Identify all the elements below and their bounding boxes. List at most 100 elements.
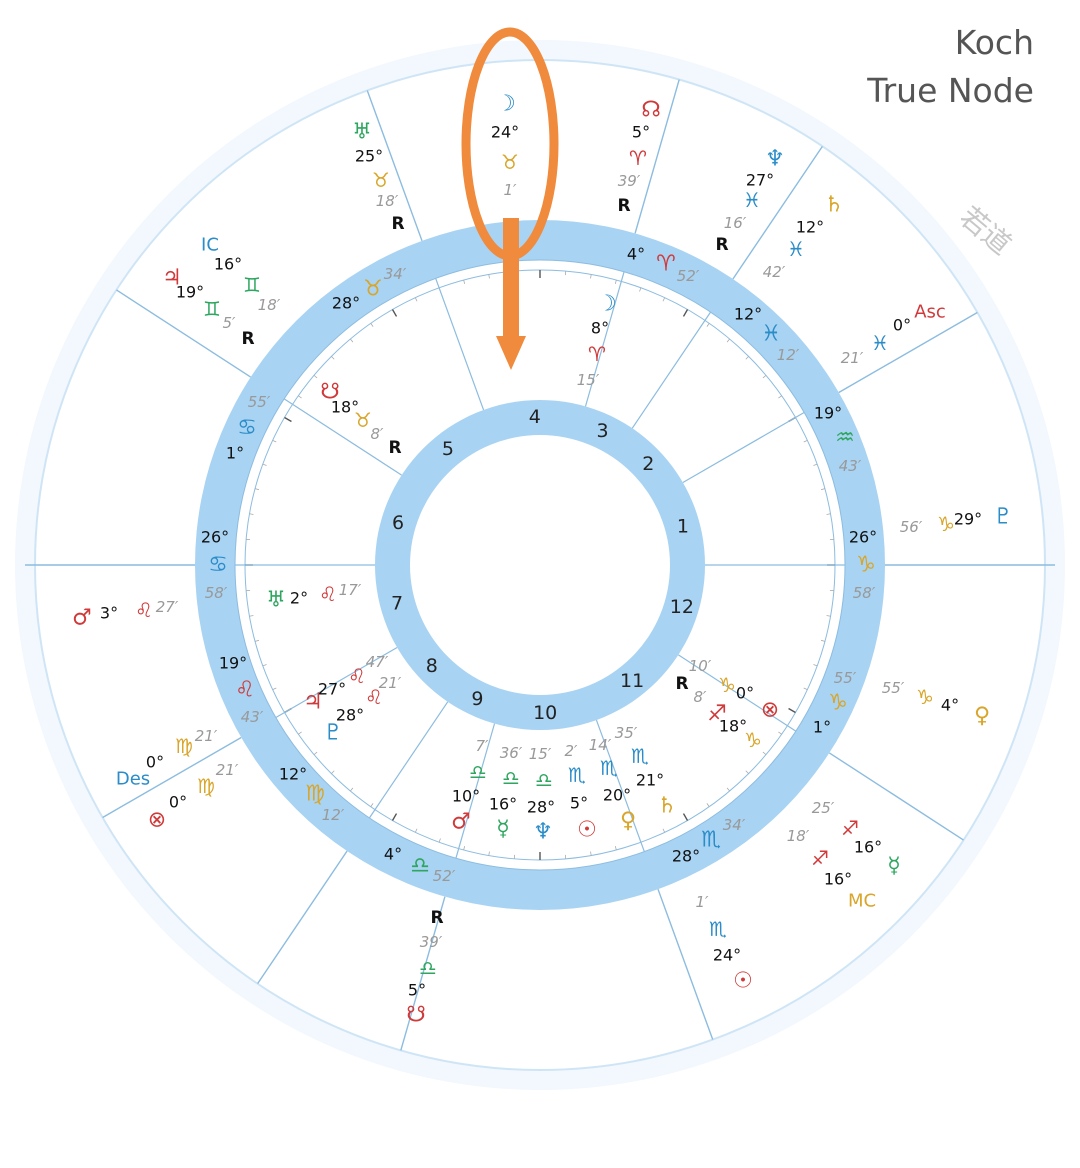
cusp-minute: 34′	[723, 816, 746, 834]
cusp-sign-glyph: ♑	[856, 553, 876, 578]
natal-planet-sign: ♎	[469, 760, 487, 784]
degree-tick	[350, 787, 354, 792]
natal-planet-minute: 8′	[694, 688, 708, 706]
house-number: 11	[620, 670, 644, 692]
cusp-sign-glyph: ♏	[701, 828, 721, 853]
natal-planet-glyph: ♀	[620, 809, 636, 834]
outer-planet-glyph: ☿	[887, 854, 901, 879]
center-hole	[410, 435, 670, 695]
inner-cusp-line	[631, 311, 712, 429]
degree-tick	[639, 287, 642, 292]
outer-planet-degree: 16°	[214, 255, 242, 274]
house-number: 5	[442, 438, 454, 460]
natal-planet-sign: ♑	[718, 673, 736, 697]
natal-planet-degree: 28°	[527, 798, 555, 817]
degree-tick	[331, 356, 335, 360]
outer-planet-glyph: ☊	[641, 98, 661, 123]
degree-tick	[590, 851, 592, 856]
inner-cusp-line	[283, 398, 402, 476]
natal-planet-minute: 15′	[577, 371, 600, 389]
outer-planet-minute: 27′	[156, 598, 179, 616]
natal-planet-degree: 18°	[331, 398, 359, 417]
outer-cusp-line	[366, 90, 423, 242]
natal-planet-sign: ♌	[319, 582, 337, 606]
inner-cusp-line	[275, 646, 398, 719]
highlight-arrow-shaft	[503, 218, 519, 340]
outer-planet-sign: ♑	[937, 512, 955, 536]
natal-planet-glyph: ♇	[323, 721, 343, 746]
outer-planet-glyph: ☉	[733, 969, 753, 994]
inner-cusp-line	[682, 411, 805, 484]
degree-tick	[813, 664, 818, 667]
outer-planet-sign: ♓	[871, 331, 889, 355]
outer-planet-sign: ♓	[743, 188, 761, 212]
outer-planet-sign: ♐	[811, 846, 829, 870]
natal-planet-minute: 10′	[689, 657, 712, 675]
natal-planet-degree: 8°	[591, 319, 609, 338]
degree-tick	[370, 803, 374, 807]
outer-planet-minute: 39′	[618, 172, 641, 190]
outer-planet-degree: 24°	[491, 123, 519, 142]
degree-tick	[391, 309, 398, 317]
outer-planet-minute: 18′	[376, 192, 399, 210]
outer-planet-degree: 0°	[893, 316, 911, 335]
outer-planet-minute: 55′	[882, 679, 905, 697]
degree-tick	[438, 838, 441, 843]
cusp-sign-glyph: ♓	[761, 322, 781, 347]
outer-planet-retrograde: R	[715, 235, 728, 255]
natal-planet-sign: ♏	[600, 756, 618, 780]
degree-tick	[249, 615, 254, 617]
outer-planet-degree: 4°	[941, 696, 959, 715]
natal-planet-retrograde: R	[388, 438, 401, 458]
outer-cusp-line	[828, 752, 964, 841]
natal-planet-glyph: ⊗	[761, 698, 779, 723]
cusp-degree: 12°	[279, 765, 307, 784]
degree-tick	[662, 828, 666, 833]
cusp-degree: 4°	[627, 245, 645, 264]
outer-planet-minute: 18′	[258, 296, 281, 314]
outer-planet-sign: ♊	[203, 297, 221, 321]
outer-planet-glyph: ♄	[824, 193, 844, 218]
outer-planet-degree: 27°	[746, 171, 774, 190]
outer-planet-minute: 1′	[696, 893, 710, 911]
chart-labels: 26°♋58′19°♌43′12°♍12′4°♎52′28°♏34′1°♑55′…	[72, 92, 1013, 1028]
cusp-minute: 58′	[853, 584, 876, 602]
outer-planet-degree: 12°	[796, 218, 824, 237]
natal-planet-minute: 47′	[366, 653, 389, 671]
degree-tick	[662, 297, 666, 302]
degree-tick	[488, 851, 490, 856]
outer-planet-glyph: Des	[116, 769, 150, 790]
natal-planet-glyph: ♂	[451, 810, 471, 835]
natal-planet-minute: 15′	[529, 745, 552, 763]
cusp-degree: 19°	[219, 654, 247, 673]
natal-planet-sign: ♌	[348, 664, 366, 688]
natal-planet-minute: 21′	[379, 674, 402, 692]
degree-tick	[726, 787, 730, 792]
outer-planet-degree: 24°	[713, 946, 741, 965]
cusp-minute: 52′	[433, 867, 456, 885]
natal-planet-sign: ♉	[354, 408, 372, 432]
outer-planet-degree: 0°	[146, 753, 164, 772]
house-number: 9	[471, 688, 483, 710]
outer-cusp-line	[400, 896, 446, 1051]
natal-planet-minute: 35′	[615, 724, 638, 742]
natal-planet-degree: 5°	[570, 794, 588, 813]
outer-planet-sign: ♍	[175, 734, 193, 758]
natal-planet-minute: 2′	[565, 742, 579, 760]
degree-tick	[262, 463, 267, 466]
degree-tick	[391, 813, 398, 821]
outer-planet-glyph: ⊗	[148, 808, 166, 833]
outer-planet-degree: 29°	[954, 510, 982, 529]
degree-tick	[313, 751, 318, 755]
outer-cusp-line	[634, 79, 680, 234]
outer-planet-sign: ♎	[419, 956, 437, 980]
outer-planet-minute: 21′	[195, 727, 218, 745]
degree-tick	[762, 751, 767, 755]
natal-planet-glyph: ♆	[533, 820, 553, 845]
outer-planet-sign: ♈	[629, 146, 647, 170]
cusp-degree: 26°	[849, 528, 877, 547]
cusp-degree: 28°	[332, 294, 360, 313]
outer-planet-degree: 3°	[100, 604, 118, 623]
degree-tick	[614, 279, 617, 285]
